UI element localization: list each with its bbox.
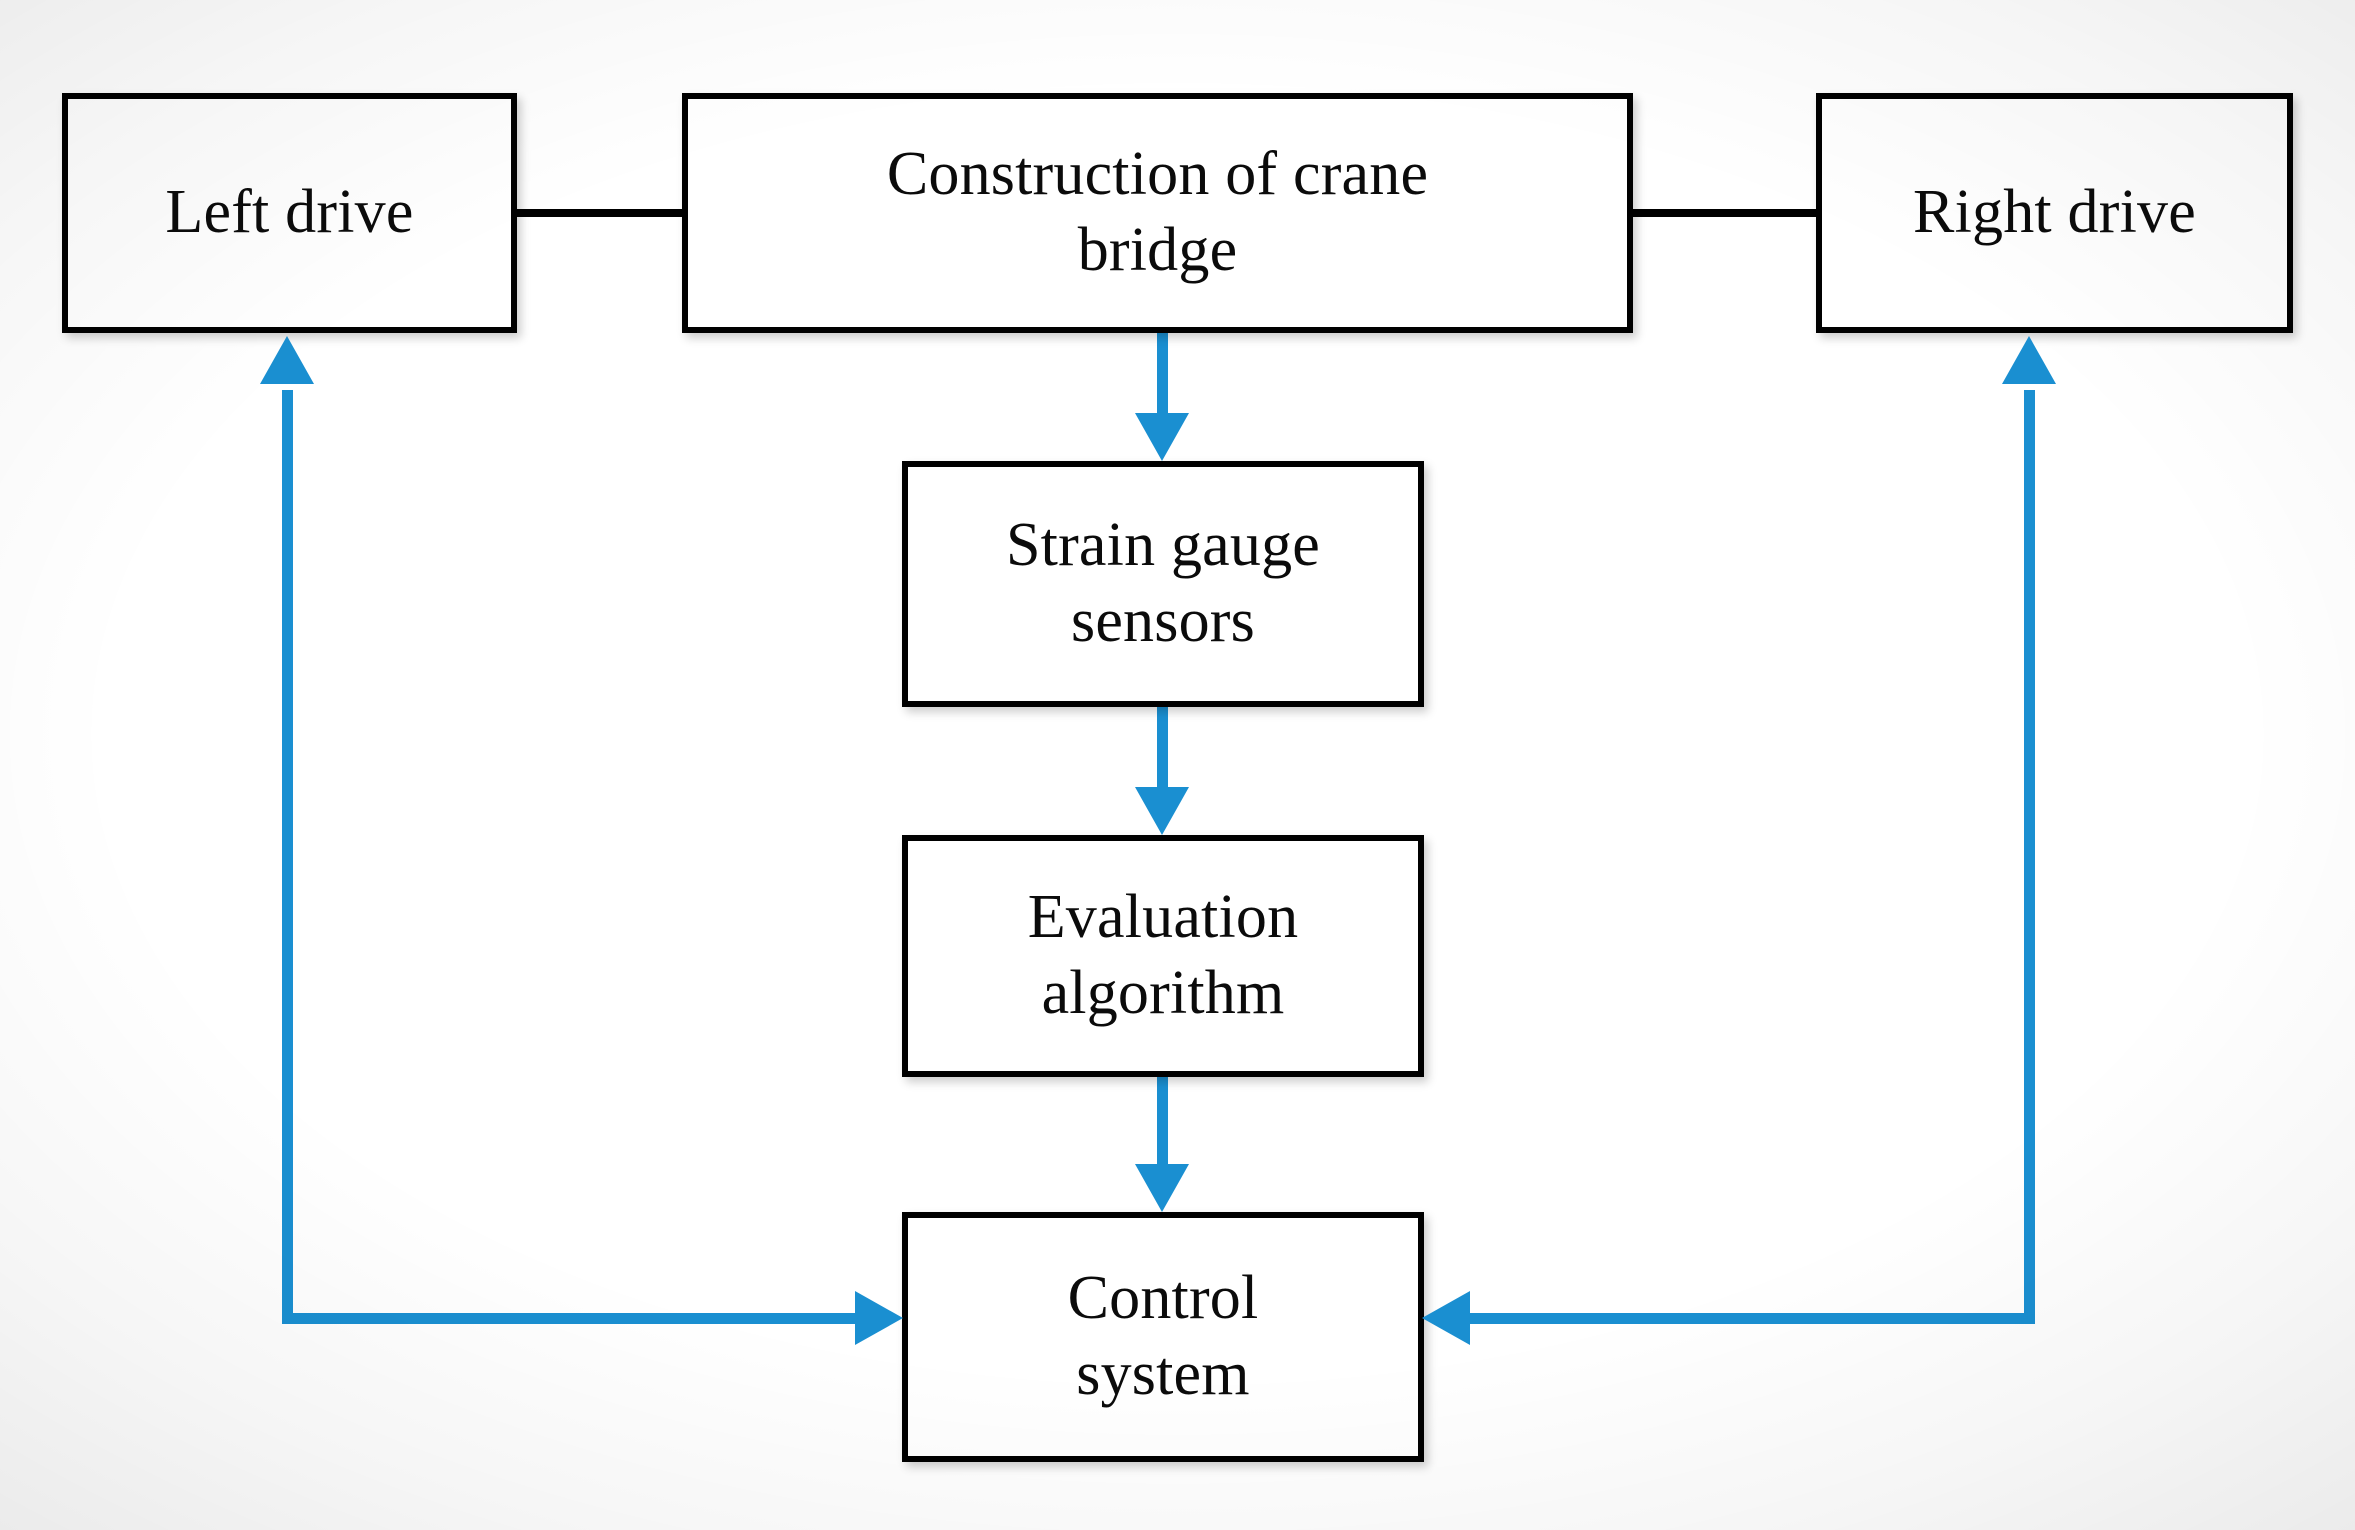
node-right-drive[interactable]: Right drive bbox=[1816, 93, 2293, 333]
arrow-left-icon-into-control-system bbox=[1422, 1291, 1470, 1345]
edge-left-drive-to-bridge bbox=[515, 209, 687, 217]
arrow-down-icon-evaluation-to-control bbox=[1135, 1164, 1189, 1212]
edge-bridge-to-sensors-line bbox=[1157, 333, 1168, 419]
edge-control-to-left-drive-horizontal bbox=[282, 1313, 857, 1324]
arrow-right-icon-into-control-system bbox=[855, 1291, 903, 1345]
node-construction-of-crane-bridge[interactable]: Construction of crane bridge bbox=[682, 93, 1633, 333]
node-evaluation-algorithm[interactable]: Evaluation algorithm bbox=[902, 835, 1424, 1077]
arrow-up-icon-into-left-drive bbox=[260, 336, 314, 384]
edge-control-to-right-drive-vertical bbox=[2024, 390, 2035, 1320]
node-construction-of-crane-bridge-label: Construction of crane bridge bbox=[886, 140, 1429, 284]
node-left-drive-label: Left drive bbox=[165, 178, 414, 247]
arrow-up-icon-into-right-drive bbox=[2002, 336, 2056, 384]
edge-control-to-right-drive-horizontal bbox=[1470, 1313, 2035, 1324]
edge-evaluation-to-control-line bbox=[1157, 1077, 1168, 1165]
arrow-down-icon-bridge-to-sensors bbox=[1135, 413, 1189, 461]
edge-bridge-to-right-drive bbox=[1629, 209, 1820, 217]
node-strain-gauge-sensors-label: Strain gauge sensors bbox=[1005, 511, 1321, 655]
arrow-down-icon-sensors-to-evaluation bbox=[1135, 787, 1189, 835]
edge-control-to-left-drive-vertical bbox=[282, 390, 293, 1320]
node-left-drive[interactable]: Left drive bbox=[62, 93, 517, 333]
node-evaluation-algorithm-label: Evaluation algorithm bbox=[1027, 883, 1299, 1027]
node-control-system[interactable]: Control system bbox=[902, 1212, 1424, 1462]
node-strain-gauge-sensors[interactable]: Strain gauge sensors bbox=[902, 461, 1424, 707]
node-control-system-label: Control system bbox=[1067, 1264, 1259, 1408]
node-right-drive-label: Right drive bbox=[1913, 178, 2196, 247]
edge-sensors-to-evaluation-line bbox=[1157, 707, 1168, 793]
